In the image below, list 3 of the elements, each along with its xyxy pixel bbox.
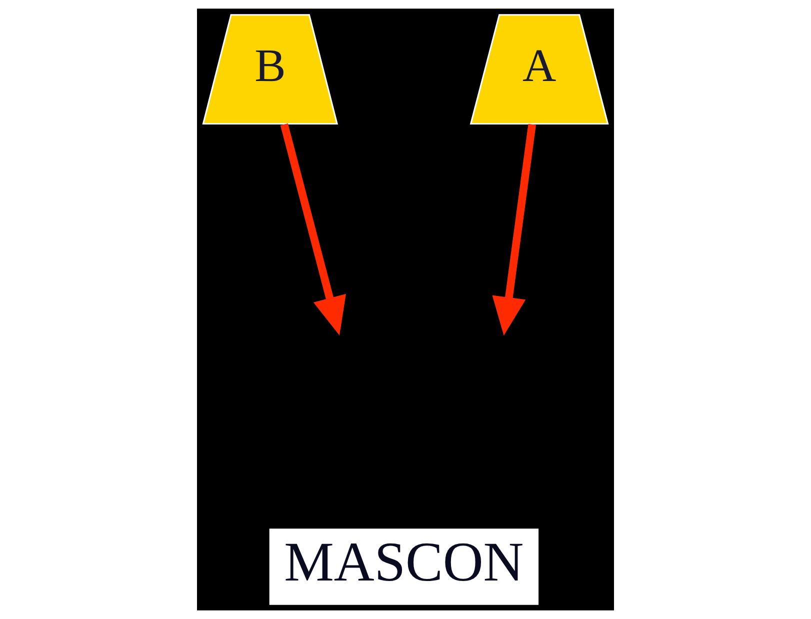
arrow <box>492 124 536 336</box>
node-box: MASCON <box>269 528 539 605</box>
arrow <box>280 123 346 336</box>
